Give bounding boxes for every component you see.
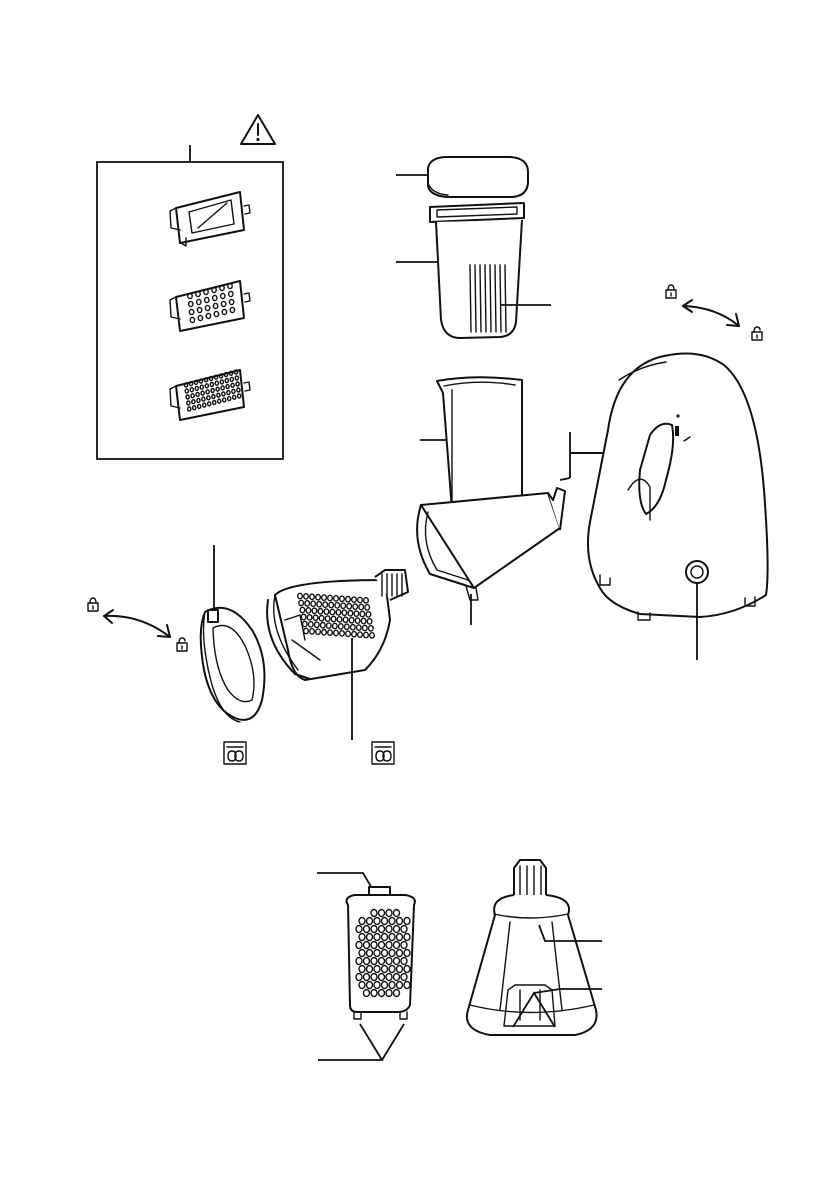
warning-triangle-icon bbox=[241, 115, 275, 144]
lock-icon bbox=[666, 285, 676, 298]
end-cap bbox=[201, 545, 265, 722]
tube-rib bbox=[495, 265, 496, 332]
tube-rib bbox=[500, 265, 501, 332]
blade-insert-box bbox=[97, 145, 283, 459]
inner-feed-tube bbox=[396, 203, 551, 338]
blade-insert-slicer bbox=[170, 192, 250, 246]
lock-arrow-right bbox=[666, 285, 762, 340]
tube-rib bbox=[470, 265, 471, 332]
lock-arrow-left bbox=[88, 598, 187, 651]
drum-frame-detail bbox=[467, 860, 602, 1035]
food-pusher bbox=[396, 157, 528, 197]
grater-drum bbox=[267, 570, 408, 740]
dishwasher-safe-icon bbox=[224, 742, 246, 764]
blade-insert-fine-grater bbox=[170, 281, 250, 331]
lock-icon bbox=[88, 598, 98, 611]
tube-rib bbox=[480, 265, 481, 332]
unlock-icon bbox=[177, 638, 187, 651]
blade-insert-detail bbox=[317, 873, 415, 1060]
unlock-icon bbox=[752, 327, 762, 340]
tube-rib bbox=[475, 265, 476, 332]
tube-rib bbox=[490, 265, 491, 332]
tube-rib bbox=[505, 265, 506, 332]
tube-rib bbox=[485, 265, 486, 332]
motor-base bbox=[588, 353, 768, 660]
dishwasher-safe-icon bbox=[372, 742, 394, 764]
blade-insert-coarse-grater bbox=[170, 370, 250, 420]
